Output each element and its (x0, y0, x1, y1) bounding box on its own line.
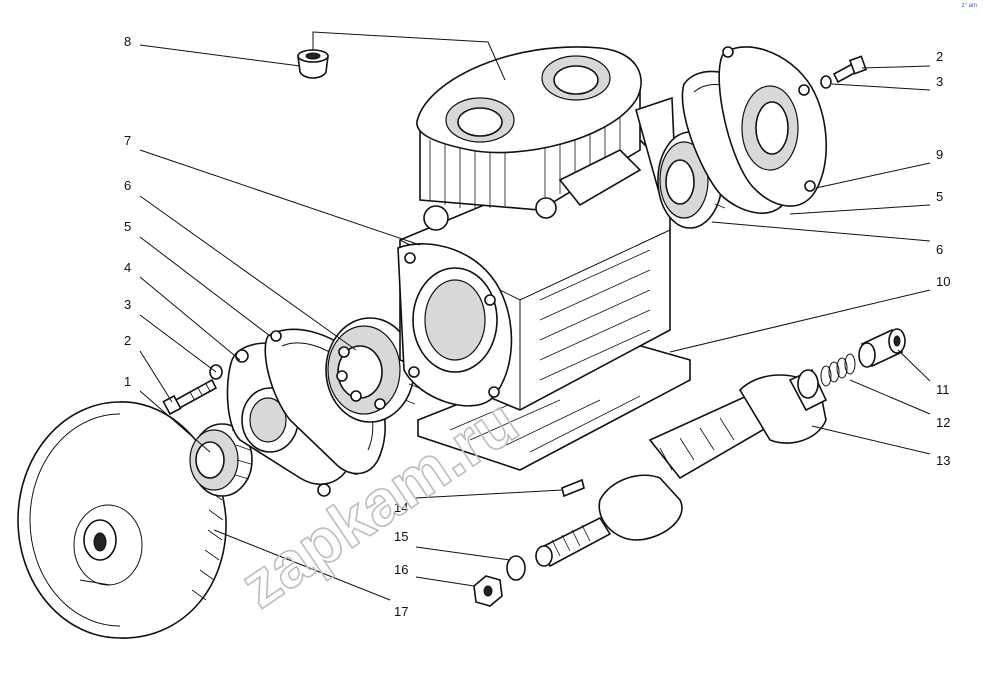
key (561, 478, 585, 498)
callout-9: 9 (936, 147, 943, 162)
callout-5-right: 5 (936, 189, 943, 204)
callout-4: 4 (124, 260, 131, 275)
bolt-right (832, 55, 868, 84)
callout-15: 15 (394, 529, 408, 544)
retaining-ring (506, 555, 526, 581)
callouts-bottom: 14 15 16 17 (394, 500, 408, 619)
callout-5: 5 (124, 219, 131, 234)
callout-11: 11 (936, 382, 950, 397)
bushing (858, 328, 906, 368)
callout-12: 12 (936, 415, 950, 430)
corner-mark: z° am (961, 3, 977, 9)
plug (297, 49, 329, 79)
callout-10: 10 (936, 274, 950, 289)
callout-17: 17 (394, 604, 408, 619)
callouts-right: 2 3 9 5 6 10 11 12 13 (936, 49, 950, 468)
callout-7: 7 (124, 133, 131, 148)
bearing-6-right (657, 131, 729, 229)
nut (473, 575, 503, 607)
callout-1: 1 (124, 374, 131, 389)
callout-6-right: 6 (936, 242, 943, 257)
bolt-left (162, 378, 218, 416)
crankcase-block (397, 46, 691, 471)
bearing-cover-right (718, 46, 827, 207)
callout-3: 3 (124, 297, 131, 312)
callout-13: 13 (936, 453, 950, 468)
bearing-6-left (325, 317, 421, 423)
washer-right (820, 75, 832, 89)
crankshaft (535, 368, 828, 568)
callouts-left: 8 7 6 5 4 3 2 1 (124, 34, 131, 389)
callout-2-right: 2 (936, 49, 943, 64)
leader-lines (139, 31, 931, 601)
callout-3-right: 3 (936, 74, 943, 89)
callout-14: 14 (394, 500, 408, 515)
spring (820, 353, 856, 387)
callout-6: 6 (124, 178, 131, 193)
callout-2: 2 (124, 333, 131, 348)
callout-16: 16 (394, 562, 408, 577)
callout-8: 8 (124, 34, 131, 49)
pulley (17, 401, 227, 639)
